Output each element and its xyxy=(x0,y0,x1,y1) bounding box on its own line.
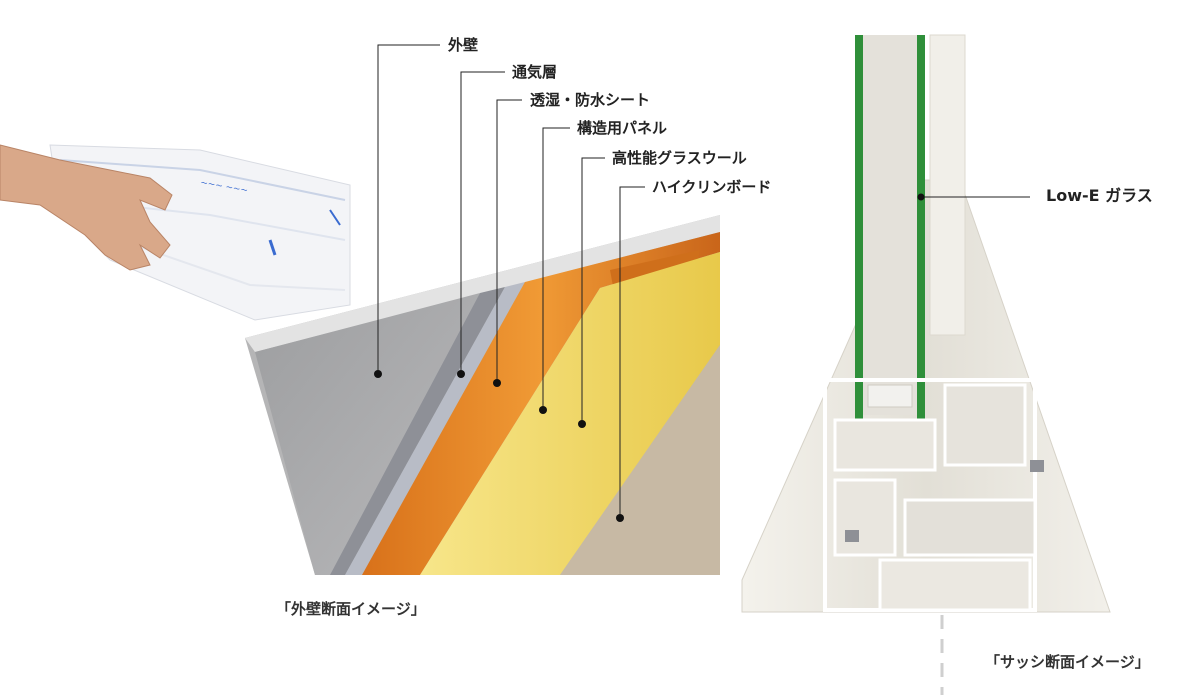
label-glasswool: 高性能グラスウール xyxy=(612,149,747,167)
leader-haikurin-board xyxy=(619,186,645,518)
label-lowe-glass: Low-E ガラス xyxy=(1046,186,1153,205)
leader-kouzou-panel xyxy=(542,127,570,410)
insulation-bag-photo: ∼∼∼ ∼∼∼ xyxy=(0,144,351,321)
label-kouzou-panel: 構造用パネル xyxy=(577,119,668,137)
lowe-leader xyxy=(917,193,1030,201)
dot-toushitsu-sheet xyxy=(493,379,501,387)
glass-pane-outer xyxy=(855,35,863,420)
label-haikurin-board: ハイクリンボード xyxy=(652,178,772,196)
dot-glasswool xyxy=(578,420,586,428)
leader-gaiheki xyxy=(377,44,440,374)
wall-leader-dots xyxy=(374,370,624,522)
leader-tsuukisou xyxy=(460,71,505,374)
leader-glasswool xyxy=(581,157,605,424)
wall-leaders xyxy=(377,44,645,518)
glass-pane-inner xyxy=(917,35,925,420)
label-tsuukisou: 通気層 xyxy=(512,63,558,81)
caption-sash-section: 「サッシ断面イメージ」 xyxy=(985,653,1150,671)
dot-gaiheki xyxy=(374,370,382,378)
caption-wall-section: 「外壁断面イメージ」 xyxy=(276,600,426,618)
dot-haikurin-board xyxy=(616,514,624,522)
dot-kouzou-panel xyxy=(539,406,547,414)
label-gaiheki: 外壁 xyxy=(448,36,479,54)
sash-section xyxy=(741,34,1111,695)
label-toushitsu-sheet: 透湿・防水シート xyxy=(530,91,651,109)
dot-tsuukisou xyxy=(457,370,465,378)
wall-section xyxy=(245,215,720,575)
leader-toushitsu-sheet xyxy=(496,99,522,383)
